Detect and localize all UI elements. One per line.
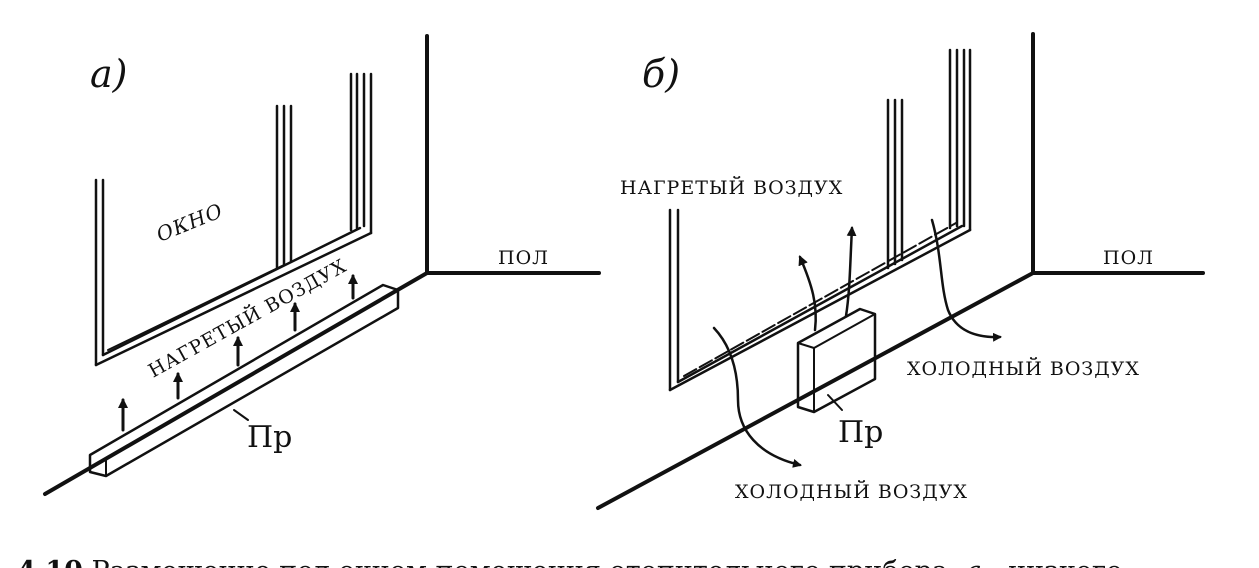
panel-b-device-label: Пр [838, 415, 883, 450]
panel-b-cold-air-right-label: ХОЛОДНЫЙ ВОЗДУХ [907, 357, 1140, 380]
panel-a-floor-label: ПОЛ [498, 247, 549, 269]
panel-b-cold-air-arrows [712, 218, 1002, 468]
panel-b-tall-heater [796, 307, 877, 414]
panel-b-window-frame [668, 48, 972, 392]
panel-b-room-corner [1031, 32, 1205, 275]
panel-a-hot-air-arrows [118, 274, 358, 432]
panel-a: а) [43, 34, 601, 496]
panel-a-window-frame [94, 72, 373, 367]
panel-a-room-corner [425, 34, 601, 275]
figure-caption: . 4.10 Размещение под окном помещения от… [0, 556, 1122, 568]
caption-prefix: . [0, 556, 17, 568]
panel-b-baseboard-line [596, 271, 1035, 510]
panel-a-device-label: Пр [247, 420, 292, 455]
panel-b: б) [596, 32, 1205, 510]
caption-variant: а [966, 556, 982, 568]
panel-b-letter: б) [642, 52, 680, 96]
panel-b-device-leader [827, 394, 843, 411]
panel-a-letter: а) [90, 52, 127, 96]
panel-b-hot-air-label: НАГРЕТЫЙ ВОЗДУХ [620, 176, 843, 199]
panel-b-cold-air-bottom-label: ХОЛОДНЫЙ ВОЗДУХ [735, 480, 968, 503]
panel-a-low-heater [88, 283, 400, 478]
caption-text: Размещение под окном помещения отопитель… [92, 556, 966, 568]
panel-b-floor-label: ПОЛ [1103, 247, 1154, 269]
panel-b-hot-air-arrows [798, 226, 857, 332]
caption-tail: - низкого [990, 556, 1122, 568]
panel-a-device-leader [233, 409, 249, 421]
panel-a-window-label: ОКНО [153, 198, 227, 246]
caption-number: 4.10 [17, 556, 83, 568]
